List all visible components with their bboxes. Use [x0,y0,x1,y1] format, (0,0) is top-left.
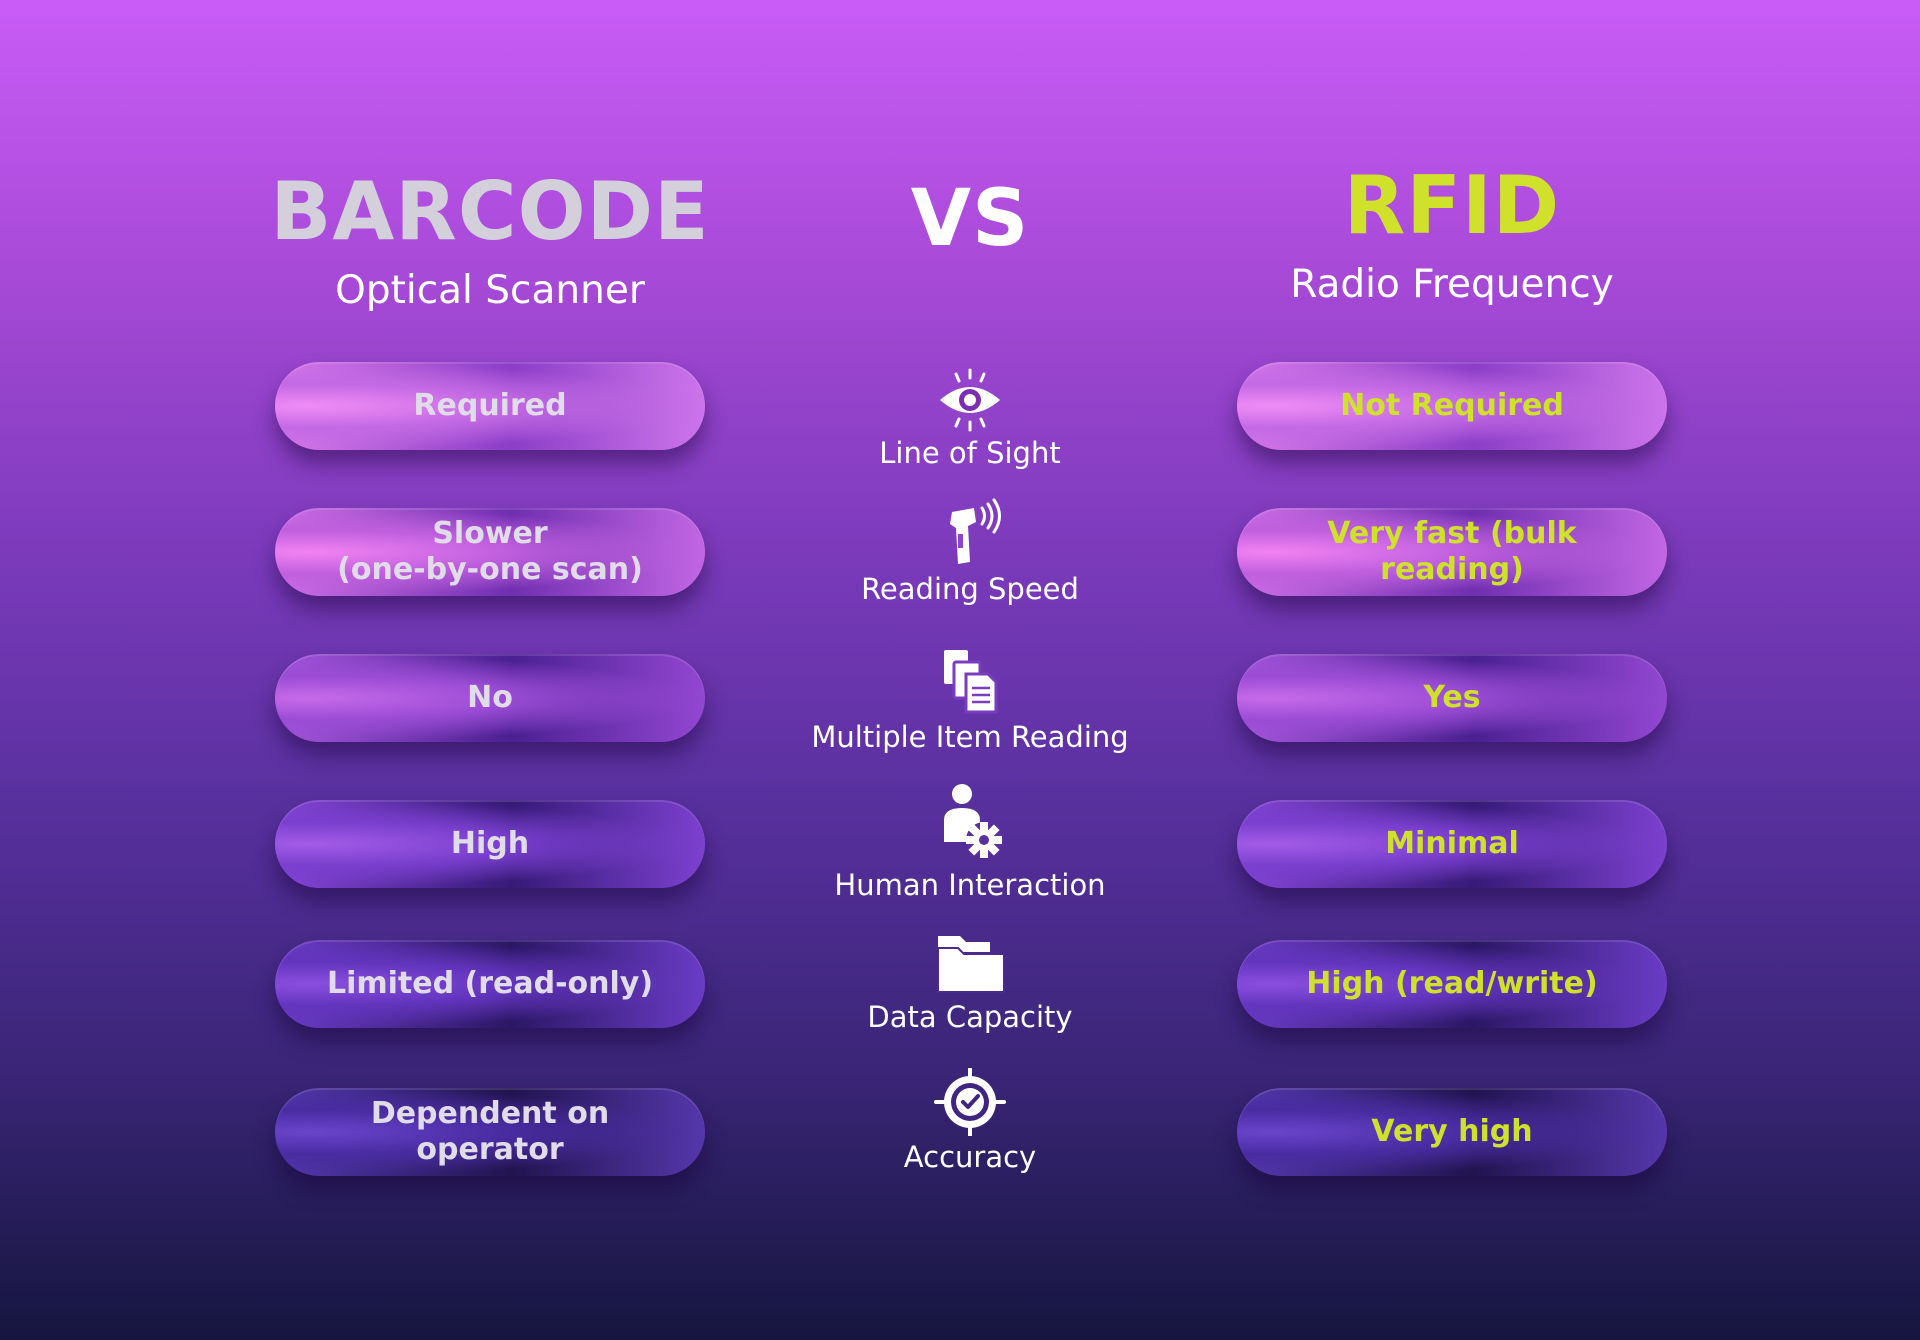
barcode-header: BARCODE Optical Scanner [270,165,710,314]
rfid-accuracy-pill: Very high [1237,1088,1667,1176]
rfid-reading-speed-pill: Very fast (bulk reading) [1237,508,1667,596]
barcode-reading-speed-text: Slower (one-by-one scan) [337,516,643,587]
feature-label: Human Interaction [834,868,1106,902]
barcode-scanner-icon [950,498,1001,564]
barcode-human-interaction-pill: High [275,800,705,888]
rfid-title: RFID [1343,159,1561,252]
rfid-subtitle: Radio Frequency [1290,262,1614,307]
vs-header: VS [870,180,1070,258]
feature-reading-speed: Reading Speed [780,498,1160,606]
barcode-multiple-item-pill: No [275,654,705,742]
barcode-reading-speed-pill: Slower (one-by-one scan) [275,508,705,596]
documents-icon [944,650,998,714]
feature-label: Line of Sight [879,436,1061,470]
barcode-line-of-sight-pill: Required [275,362,705,450]
barcode-title: BARCODE [270,165,710,258]
feature-human-interaction: Human Interaction [780,782,1160,902]
folder-icon [937,936,1005,993]
rfid-human-interaction-pill: Minimal [1237,800,1667,888]
feature-accuracy: Accuracy [780,1068,1160,1174]
barcode-accuracy-pill: Dependent on operator [275,1088,705,1176]
feature-label: Data Capacity [867,1000,1073,1034]
person-gear-icon [944,784,1002,858]
feature-label: Reading Speed [861,572,1079,606]
barcode-subtitle: Optical Scanner [335,268,645,313]
rfid-multiple-item-pill: Yes [1237,654,1667,742]
barcode-data-capacity-pill: Limited (read-only) [275,940,705,1028]
feature-multiple-item-reading: Multiple Item Reading [780,648,1160,754]
feature-label: Accuracy [903,1140,1037,1174]
feature-label: Multiple Item Reading [811,720,1129,754]
target-check-icon [934,1068,1006,1136]
feature-data-capacity: Data Capacity [780,930,1160,1034]
vs-title: VS [910,174,1030,264]
rfid-data-capacity-pill: High (read/write) [1237,940,1667,1028]
rfid-header: RFID Radio Frequency [1232,159,1672,308]
feature-line-of-sight: Line of Sight [780,368,1160,470]
rfid-line-of-sight-pill: Not Required [1237,362,1667,450]
eye-icon [940,368,1000,432]
